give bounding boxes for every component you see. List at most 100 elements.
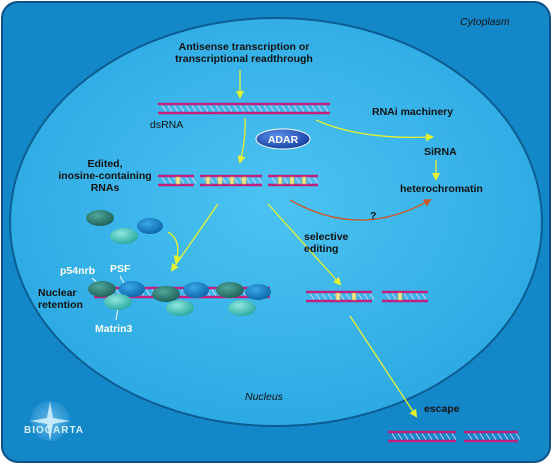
- base-pair: [415, 433, 421, 440]
- base-pair: [173, 105, 179, 112]
- base-pair: [403, 293, 409, 300]
- base-pair: [467, 433, 473, 440]
- base-pair: [245, 177, 251, 184]
- base-pair: [491, 433, 497, 440]
- base-pair: [287, 105, 293, 112]
- escape-label: escape: [424, 403, 460, 415]
- base-pair: [315, 293, 321, 300]
- matrin3-bound-2: [166, 300, 194, 316]
- inosine-mark: [175, 176, 181, 185]
- sirna-label: SiRNA: [424, 146, 457, 158]
- p54nrb-bound: [88, 281, 116, 297]
- base-pair: [245, 105, 251, 112]
- matrin3-protein: [110, 228, 138, 244]
- base-pair: [185, 177, 191, 184]
- p54nrb-bound-3: [216, 282, 244, 298]
- arrow-dsrna-to-edited: [237, 117, 246, 164]
- base-pair: [283, 177, 289, 184]
- matrin3-bound: [104, 294, 132, 310]
- base-pair: [397, 433, 403, 440]
- arrow-edited-to-selective: [267, 203, 342, 286]
- base-pair: [369, 293, 375, 300]
- question-label: ?: [370, 210, 376, 222]
- base-pair: [263, 105, 269, 112]
- p54nrb-bound-2: [152, 286, 180, 302]
- nuclear-retention-line1: Nuclear: [38, 287, 77, 299]
- base-pair: [271, 177, 277, 184]
- base-pair: [497, 433, 503, 440]
- base-pair: [221, 105, 227, 112]
- arrow-matrin3-pointer: [115, 307, 119, 321]
- base-pair: [415, 293, 421, 300]
- dsrna-label: dsRNA: [150, 119, 183, 131]
- edited-label-line2: inosine-containing: [58, 170, 151, 182]
- escaped-rna: [388, 430, 521, 443]
- edited-label-line3: RNAs: [91, 182, 120, 194]
- base-pair: [509, 433, 515, 440]
- base-pair: [309, 293, 315, 300]
- base-pair: [167, 105, 173, 112]
- base-pair: [233, 105, 239, 112]
- rnai-label: RNAi machinery: [372, 106, 453, 118]
- inosine-mark: [289, 176, 295, 185]
- base-pair: [479, 433, 485, 440]
- psf-label: PSF: [110, 263, 131, 275]
- escape-rna-2: [464, 430, 521, 443]
- base-pair: [185, 105, 191, 112]
- pathway-arrows: [91, 70, 440, 418]
- base-pair: [439, 433, 445, 440]
- base-pair: [433, 433, 439, 440]
- nucleus-label: Nucleus: [245, 391, 284, 403]
- edited-rna-2: [200, 174, 263, 187]
- base-pair: [305, 105, 311, 112]
- base-pair: [197, 105, 203, 112]
- base-pair: [391, 433, 397, 440]
- base-pair: [323, 105, 329, 112]
- adar-label: ADAR: [268, 134, 299, 146]
- base-pair: [327, 293, 333, 300]
- inosine-mark: [241, 176, 247, 185]
- edited-rna-3: [268, 174, 319, 187]
- base-pair: [345, 293, 351, 300]
- base-pair: [403, 433, 409, 440]
- base-pair: [293, 105, 299, 112]
- edited-label-line1: Edited,: [87, 158, 122, 170]
- edited-rna-1: [158, 174, 197, 187]
- base-pair: [179, 105, 185, 112]
- dsrna-duplex: [158, 102, 330, 115]
- psf-bound-3: [245, 284, 271, 300]
- base-pair: [251, 105, 257, 112]
- psf-bound-2: [183, 282, 209, 298]
- inosine-mark: [229, 176, 235, 185]
- p54nrb-protein: [86, 210, 114, 226]
- base-pair: [233, 177, 239, 184]
- adar-enzyme: [255, 128, 311, 150]
- base-pair: [299, 105, 305, 112]
- cytoplasm-label: Cytoplasm: [460, 16, 510, 28]
- selective-edited-rna: [306, 290, 428, 303]
- arrow-proteins-to-retention: [167, 231, 182, 264]
- arrow-dsrna-to-sirna: [315, 119, 434, 142]
- base-pair: [427, 433, 433, 440]
- base-pair: [215, 105, 221, 112]
- selective-rna-1: [306, 290, 375, 303]
- psf-protein: [137, 218, 163, 234]
- psf-bound: [119, 281, 145, 297]
- selective-label-line1: selective: [304, 231, 349, 243]
- base-pair: [421, 433, 427, 440]
- base-pair: [257, 177, 263, 184]
- nuclear-retention-line2: retention: [38, 299, 83, 311]
- base-pair: [311, 105, 317, 112]
- base-pair: [321, 293, 327, 300]
- base-pair: [409, 293, 415, 300]
- inosine-mark: [277, 176, 283, 185]
- inosine-mark: [217, 176, 223, 185]
- arrow-question-heterochromatin: [289, 199, 432, 221]
- base-pair: [451, 433, 457, 440]
- arrow-psf-pointer: [119, 275, 125, 284]
- base-pair: [221, 177, 227, 184]
- base-pair: [503, 433, 509, 440]
- base-pair: [307, 177, 313, 184]
- base-pair: [203, 105, 209, 112]
- inosine-mark: [397, 292, 403, 301]
